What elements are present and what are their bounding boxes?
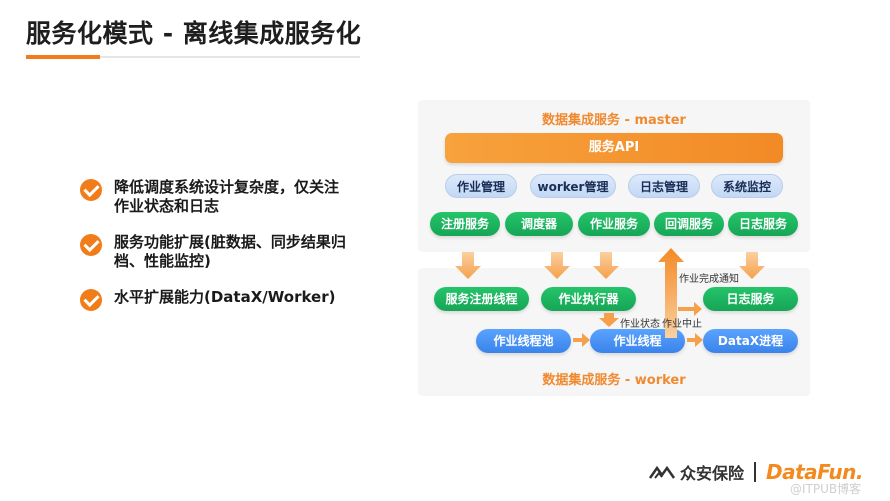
register-thread-node: 服务注册线程	[434, 287, 529, 311]
down-arrow	[593, 252, 619, 279]
feature-text-line: 作业状态和日志	[114, 197, 220, 215]
check-icon	[80, 289, 102, 311]
down-arrow	[599, 313, 619, 327]
log-service-node: 日志服务	[728, 212, 798, 236]
footer-logos: 众安保险 DataFun.	[648, 458, 863, 486]
check-icon	[80, 234, 102, 256]
job-management-node: 作业管理	[445, 174, 517, 198]
down-arrow	[739, 252, 765, 279]
feature-item: 水平扩展能力(DataX/Worker)	[80, 288, 400, 311]
datafun-logo: DataFun.	[766, 460, 863, 484]
system-monitor-node: 系统监控	[711, 174, 783, 198]
zhongan-logo-icon	[648, 465, 676, 479]
job-thread-pool-node: 作业线程池	[476, 329, 571, 353]
check-icon	[80, 179, 102, 201]
job-stop-note: 作业中止	[662, 319, 702, 330]
feature-text-line: 降低调度系统设计复杂度，仅关注	[114, 178, 340, 196]
down-arrow	[455, 252, 481, 279]
feature-item: 服务功能扩展(脏数据、同步结果归 档、性能监控)	[80, 233, 400, 271]
scheduler-node: 调度器	[505, 212, 573, 236]
watermark: @ITPUB博客	[790, 482, 862, 496]
worker-log-service-node: 日志服务	[703, 287, 798, 311]
title-underline	[26, 56, 360, 58]
log-management-node: 日志管理	[628, 174, 700, 198]
job-service-node: 作业服务	[578, 212, 650, 236]
callback-service-node: 回调服务	[654, 212, 724, 236]
right-arrow	[573, 333, 590, 347]
service-api-bar: 服务API	[445, 133, 783, 163]
feature-list: 降低调度系统设计复杂度，仅关注 作业状态和日志 服务功能扩展(脏数据、同步结果归…	[80, 178, 400, 328]
worker-title: 数据集成服务 - worker	[542, 373, 686, 388]
job-status-note: 作业状态	[620, 319, 660, 330]
page-title: 服务化模式 - 离线集成服务化	[26, 19, 362, 48]
feature-text-line: 水平扩展能力(DataX/Worker)	[114, 288, 336, 306]
right-arrow	[678, 302, 702, 316]
logo-separator	[754, 462, 757, 482]
worker-management-node: worker管理	[530, 174, 616, 198]
title-accent-bar	[26, 55, 100, 59]
feature-text: 服务功能扩展(脏数据、同步结果归 档、性能监控)	[114, 233, 346, 271]
down-arrow	[544, 252, 570, 279]
feature-item: 降低调度系统设计复杂度，仅关注 作业状态和日志	[80, 178, 400, 216]
feature-text: 水平扩展能力(DataX/Worker)	[114, 288, 335, 307]
up-arrow	[658, 248, 684, 338]
zhongan-brand: 众安保险	[680, 464, 745, 483]
right-arrow	[687, 333, 703, 347]
feature-text: 降低调度系统设计复杂度，仅关注 作业状态和日志	[114, 178, 339, 216]
datax-process-node: DataX进程	[703, 329, 798, 353]
job-executor-node: 作业执行器	[541, 287, 636, 311]
register-service-node: 注册服务	[430, 212, 500, 236]
master-title: 数据集成服务 - master	[542, 113, 686, 128]
feature-text-line: 档、性能监控)	[114, 252, 211, 270]
feature-text-line: 服务功能扩展(脏数据、同步结果归	[114, 233, 346, 251]
job-done-note: 作业完成通知	[679, 274, 739, 285]
